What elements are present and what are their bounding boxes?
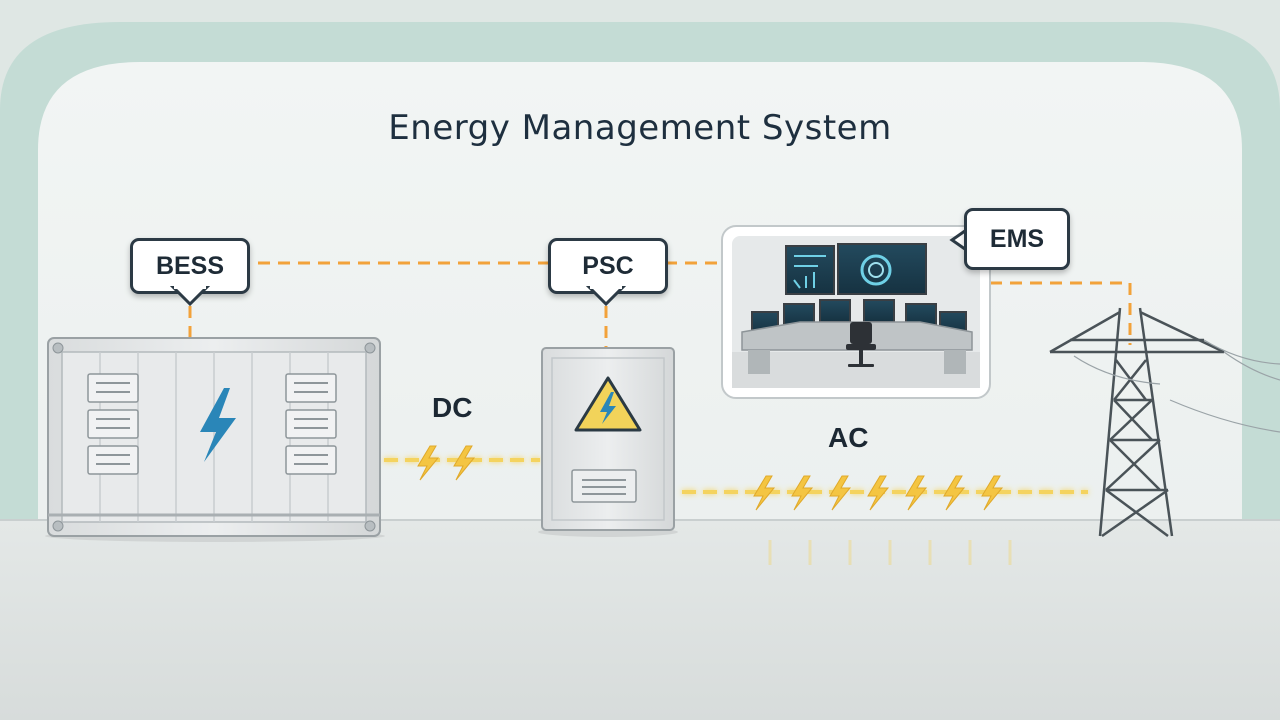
psc-callout-pointer: [586, 286, 626, 307]
psc-callout: PSC: [548, 238, 668, 294]
ac-bolts: [753, 475, 1004, 511]
ac-label: AC: [828, 422, 869, 453]
psc-cabinet: [538, 347, 678, 537]
lightning-bolt-icon: [417, 445, 440, 481]
lightning-bolt-icon: [753, 475, 776, 511]
control-links: [188, 261, 1132, 348]
lightning-bolt-icon: [905, 475, 928, 511]
ems-control-room: [721, 225, 991, 399]
power-lines: [1073, 339, 1280, 433]
lightning-bolt-icon: [791, 475, 814, 511]
floor-reflections: [768, 540, 1012, 565]
office-chair-icon: [846, 322, 876, 367]
dc-bolts: [417, 445, 476, 481]
monitor-icon: [819, 299, 851, 323]
floor: [0, 520, 1280, 720]
monitor-icon: [785, 245, 835, 295]
bess-label: BESS: [155, 252, 225, 280]
dc-label: DC: [432, 392, 473, 423]
lightning-bolt-icon: [867, 475, 890, 511]
ems-callout: EMS: [964, 208, 1070, 270]
lightning-bolt-icon: [829, 475, 852, 511]
lightning-bolt-icon: [453, 445, 476, 481]
bess-callout-pointer: [170, 286, 210, 307]
lightning-bolt-icon: [943, 475, 966, 511]
bess-container: [45, 337, 385, 542]
psc-label: PSC: [582, 252, 634, 280]
ems-label: EMS: [989, 225, 1045, 253]
bess-callout: BESS: [130, 238, 250, 294]
lightning-bolt-icon: [981, 475, 1004, 511]
lightning-bolt-icon: [200, 388, 236, 462]
transmission-tower-icon: [1049, 307, 1225, 538]
monitor-icon: [863, 299, 895, 323]
diagram-title: Energy Management System: [388, 108, 892, 148]
link-ems-tower: [990, 281, 1132, 345]
